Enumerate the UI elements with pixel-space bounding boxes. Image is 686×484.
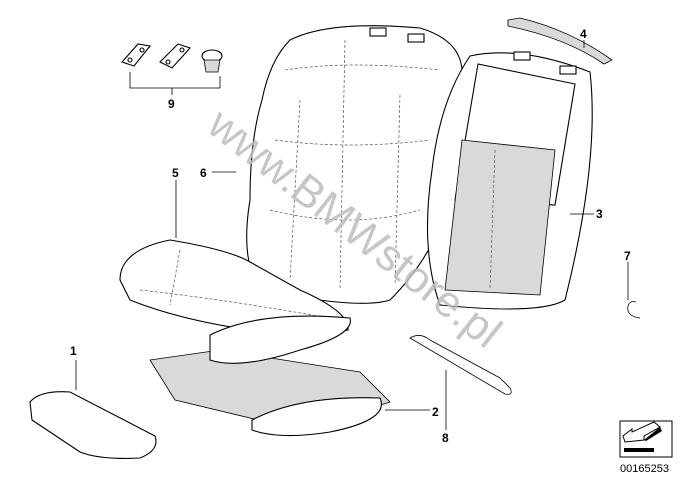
part-7-clip[interactable]	[627, 301, 641, 319]
label-8: 8	[442, 431, 449, 445]
label-3: 3	[596, 207, 603, 221]
part-8-wire[interactable]	[409, 335, 512, 395]
label-2: 2	[432, 405, 439, 419]
label-6: 6	[200, 166, 207, 180]
part-3-backrest-pad[interactable]	[427, 51, 593, 310]
label-4: 4	[580, 27, 587, 41]
part-9-brackets[interactable]	[121, 43, 223, 95]
label-7: 7	[624, 249, 631, 263]
label-9: 9	[168, 97, 175, 111]
leader-lines	[175, 171, 629, 430]
arrow-icon-box	[619, 420, 673, 458]
reference-number: 00165253	[620, 463, 669, 475]
label-1: 1	[70, 344, 77, 358]
part-2-seat-pan[interactable]	[149, 315, 391, 437]
part-4-trim-strip[interactable]	[507, 17, 613, 65]
label-5: 5	[172, 166, 179, 180]
part-6-backrest-cover[interactable]	[246, 25, 463, 304]
part-1-front-pad[interactable]	[29, 360, 157, 459]
